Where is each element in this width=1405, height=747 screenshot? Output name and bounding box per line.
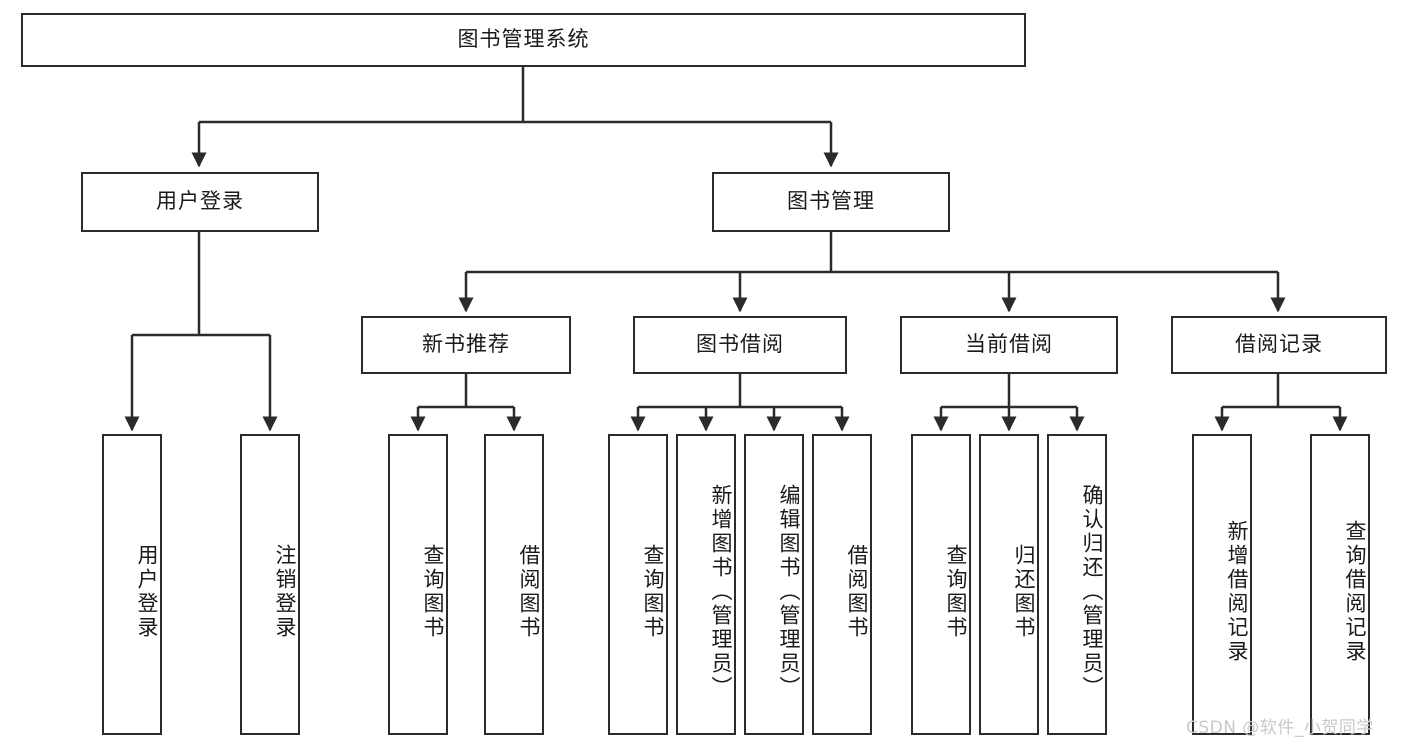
- leaf-book-borrow-add[interactable]: 新增图书（管理员）: [676, 434, 736, 735]
- node-label: 借阅图书: [845, 543, 869, 640]
- node-label: 借阅记录: [1235, 332, 1323, 357]
- node-label: 查询借阅记录: [1343, 519, 1367, 664]
- node-book-management[interactable]: 图书管理: [712, 172, 950, 232]
- node-label: 编辑图书（管理员）: [777, 483, 801, 700]
- leaf-book-borrow-edit[interactable]: 编辑图书（管理员）: [744, 434, 804, 735]
- node-label: 注销登录: [273, 543, 297, 640]
- node-label: 图书借阅: [696, 332, 784, 357]
- node-current-borrow[interactable]: 当前借阅: [900, 316, 1118, 374]
- node-label: 用户登录: [135, 543, 159, 640]
- node-new-book-recommend[interactable]: 新书推荐: [361, 316, 571, 374]
- leaf-user-login-logout[interactable]: 注销登录: [240, 434, 300, 735]
- node-label: 查询图书: [641, 543, 665, 640]
- leaf-new-book-query[interactable]: 查询图书: [388, 434, 448, 735]
- node-label: 图书管理: [787, 189, 875, 214]
- node-label: 用户登录: [156, 189, 244, 214]
- node-label: 借阅图书: [517, 543, 541, 640]
- leaf-book-borrow-query[interactable]: 查询图书: [608, 434, 668, 735]
- node-label: 新增图书（管理员）: [709, 483, 733, 700]
- node-label: 查询图书: [421, 543, 445, 640]
- node-label: 图书管理系统: [457, 27, 590, 52]
- leaf-user-login-login[interactable]: 用户登录: [102, 434, 162, 735]
- node-user-login[interactable]: 用户登录: [81, 172, 319, 232]
- node-label: 查询图书: [944, 543, 968, 640]
- leaf-current-borrow-return[interactable]: 归还图书: [979, 434, 1039, 735]
- node-label: 确认归还（管理员）: [1080, 483, 1104, 700]
- node-label: 当前借阅: [965, 332, 1053, 357]
- node-label: 归还图书: [1012, 543, 1036, 640]
- leaf-current-borrow-query[interactable]: 查询图书: [911, 434, 971, 735]
- node-label: 新增借阅记录: [1225, 519, 1249, 664]
- node-borrow-record[interactable]: 借阅记录: [1171, 316, 1387, 374]
- node-book-borrow[interactable]: 图书借阅: [633, 316, 847, 374]
- leaf-book-borrow-borrow[interactable]: 借阅图书: [812, 434, 872, 735]
- leaf-new-book-borrow[interactable]: 借阅图书: [484, 434, 544, 735]
- node-label: 新书推荐: [422, 332, 510, 357]
- leaf-borrow-record-add[interactable]: 新增借阅记录: [1192, 434, 1252, 735]
- node-root-book-management-system[interactable]: 图书管理系统: [21, 13, 1026, 67]
- leaf-current-borrow-confirm-return[interactable]: 确认归还（管理员）: [1047, 434, 1107, 735]
- leaf-borrow-record-query[interactable]: 查询借阅记录: [1310, 434, 1370, 735]
